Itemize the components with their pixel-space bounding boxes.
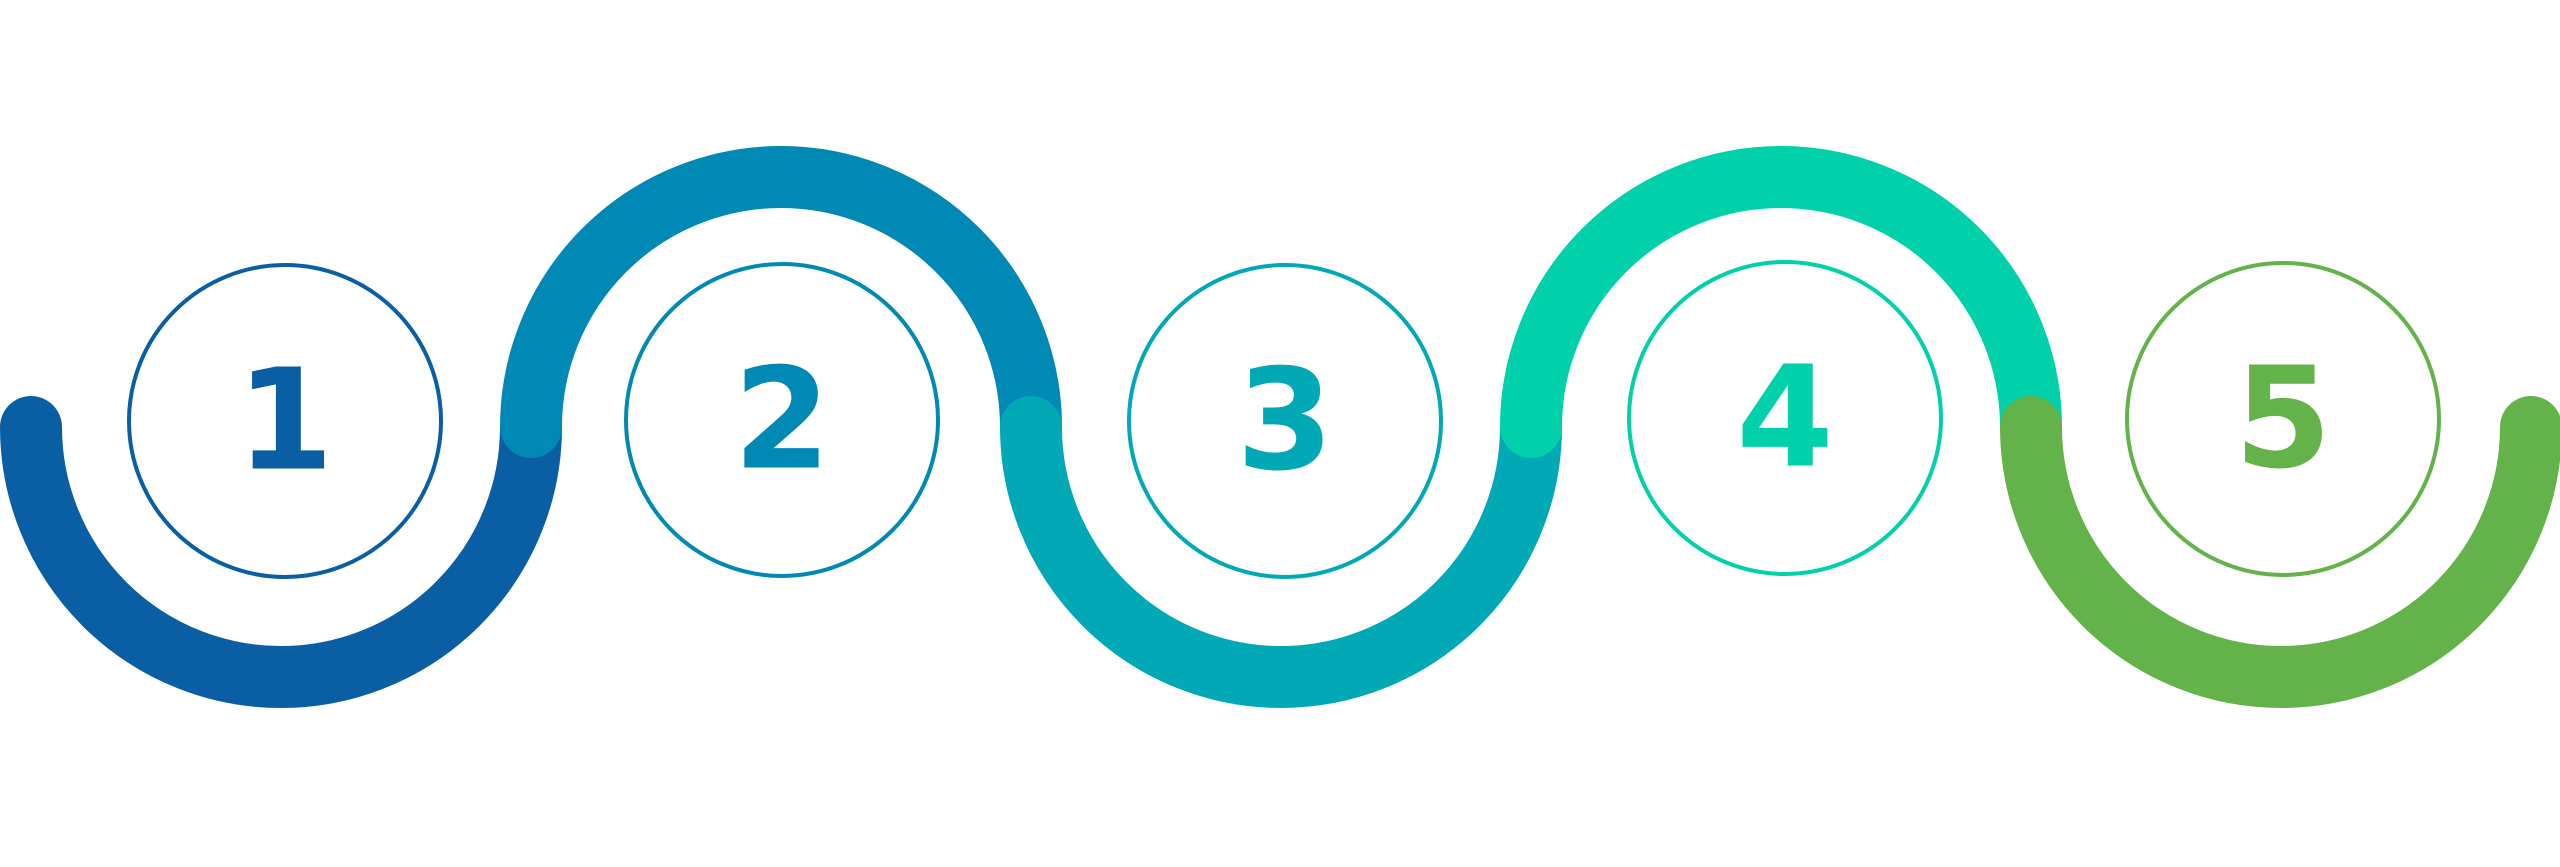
step-number-1: 1 <box>236 340 333 503</box>
wave-segment-3 <box>1000 396 1562 708</box>
wave-path <box>0 146 2560 708</box>
wave-segment-2 <box>500 146 1062 458</box>
wave-segment-1 <box>0 396 562 708</box>
wave-segment-5 <box>2000 396 2560 708</box>
step-number-5: 5 <box>2234 338 2331 501</box>
step-circles <box>127 260 2441 579</box>
step-circle-4 <box>1627 260 1943 576</box>
step-circle-5 <box>2125 261 2441 577</box>
step-labels: 1 2 3 4 5 <box>236 337 2331 503</box>
step-number-2: 2 <box>733 339 830 502</box>
step-circle-2 <box>624 262 940 578</box>
step-number-4: 4 <box>1736 337 1833 500</box>
wave-segment-4 <box>1500 146 2062 458</box>
step-circle-1 <box>127 263 443 579</box>
step-circle-3 <box>1127 263 1443 579</box>
step-number-3: 3 <box>1236 340 1333 503</box>
